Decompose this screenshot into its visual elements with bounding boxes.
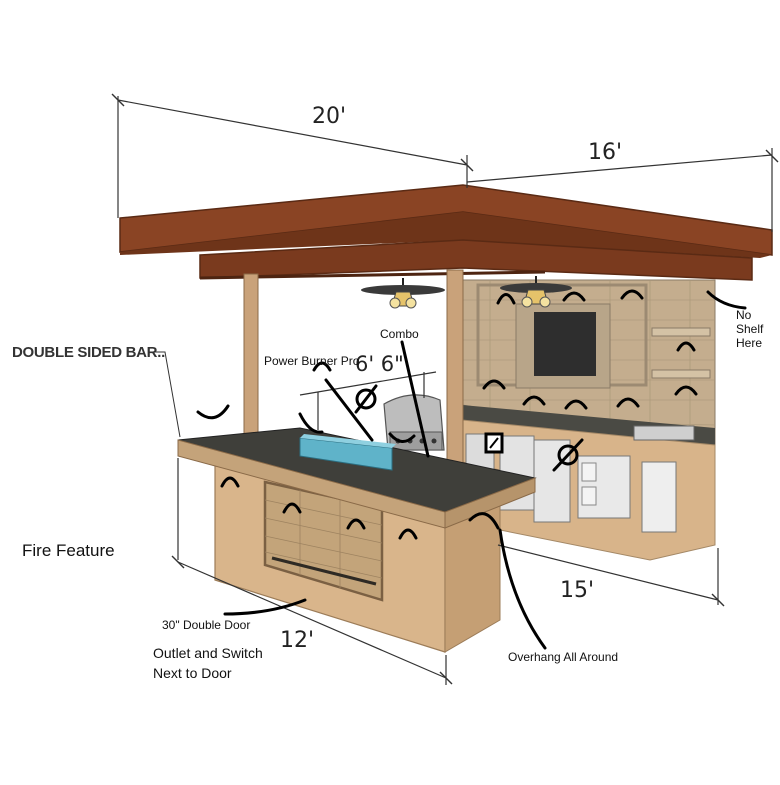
fire-feature-label: Fire Feature [22,541,115,560]
tv-screen [534,312,596,376]
grill-icon [383,394,445,451]
dimension-ticks [111,93,779,685]
dimension-top-right: 16' [588,140,623,165]
ceiling-fan-icon-2 [500,276,572,308]
post-left [243,273,259,445]
double-sided-bar-label: DOUBLE SIDED BAR.. [12,344,165,361]
pergola-roof [119,184,773,281]
power-burner-label: Power Burner Pro [264,354,360,368]
dimension-bar-height: 6' 6" [355,352,404,376]
ceiling-fan-icon [361,278,445,309]
post-right [446,269,464,489]
dimension-lines [117,96,773,685]
no-shelf-label: No Shelf Here [736,308,764,350]
overhang-label: Overhang All Around [508,650,619,664]
back-cabinets [461,419,716,561]
bar-pointer [150,351,181,438]
dimension-bottom-right: 15' [560,578,595,603]
outlet-switch-label: Outlet and Switch Next to Door [153,645,263,682]
island-bar [177,427,537,653]
marker-annotations [196,289,747,650]
dimension-top-left: 20' [312,104,347,129]
outlet-icon [484,432,504,454]
double-door-label: 30" Double Door [162,618,251,632]
dimension-bottom-left: 12' [280,628,315,653]
combo-label: Combo [380,327,419,341]
